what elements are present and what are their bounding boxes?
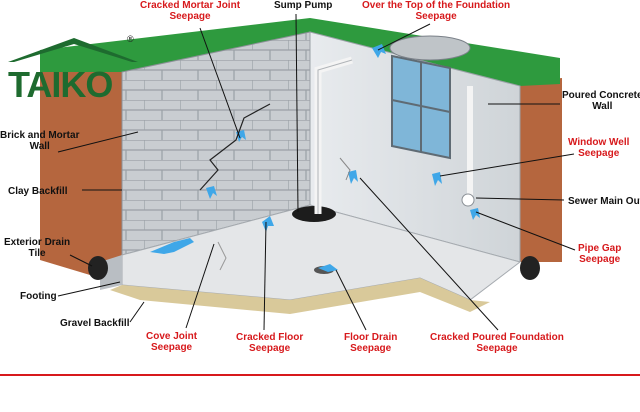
bottom-rule — [0, 374, 640, 376]
exterior-drain-tile-left — [88, 256, 108, 280]
label-sump-pump: Sump Pump — [274, 0, 332, 11]
label-footing: Footing — [20, 291, 57, 302]
label-gravel-backfill: Gravel Backfill — [60, 318, 129, 329]
window-well — [390, 36, 470, 60]
sump-pit — [292, 206, 336, 222]
exterior-drain-tile-right — [520, 256, 540, 280]
label-sewer-main-out: Sewer Main Out — [568, 196, 640, 207]
label-clay-backfill: Clay Backfill — [8, 186, 67, 197]
right-clay-backfill — [520, 78, 562, 262]
taiko-logo-text: TAIKO — [8, 64, 112, 106]
sewer-main-out — [462, 194, 474, 206]
registered-mark: ® — [127, 34, 134, 44]
